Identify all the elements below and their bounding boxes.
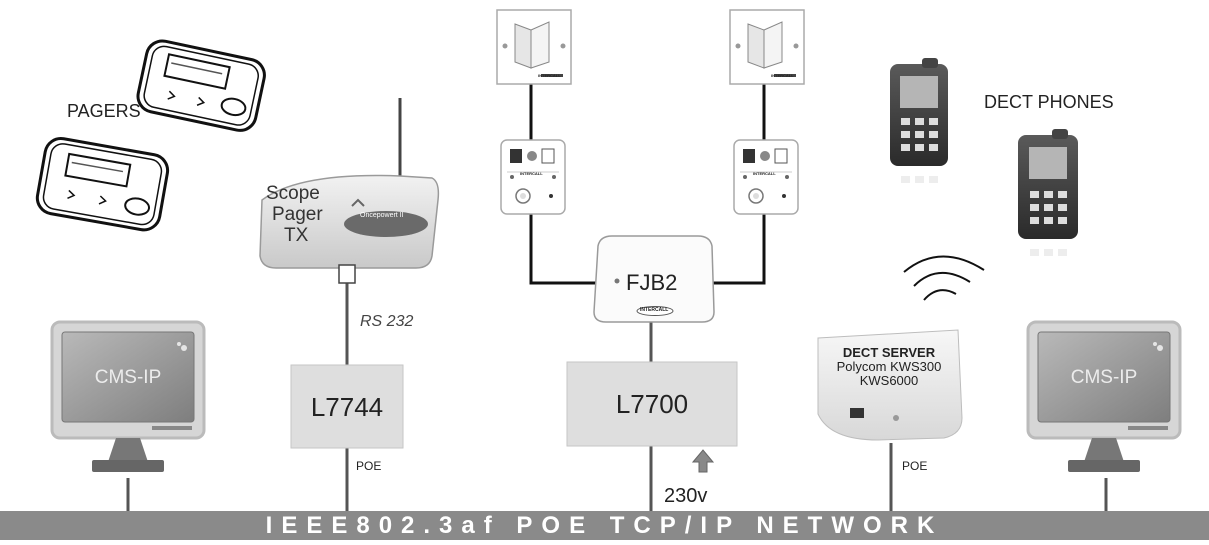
dect-server-model-1: Polycom KWS300 (836, 359, 942, 374)
l7700-box (566, 361, 738, 447)
rs232-label: RS 232 (360, 313, 414, 330)
transmitter-badge-text: Oncepowert II (360, 212, 404, 219)
pager-icon (35, 137, 170, 232)
monitor-icon (1026, 320, 1182, 472)
power-label: 230v (664, 485, 708, 507)
scope-pager-line2: Pager (272, 204, 323, 225)
ceiling-indicator-right (729, 9, 805, 85)
cms-right-label: CMS-IP (1070, 367, 1138, 388)
brand-logo-icon (351, 198, 365, 207)
call-point-left-brand: INTERCALL (520, 171, 543, 176)
fjb2-brand-label: INTERCALL (640, 307, 669, 313)
dect-server-title: DECT SERVER (842, 345, 936, 360)
scope-pager-label: Scope Pager TX (266, 183, 323, 246)
fjb2-label: FJB2 (626, 270, 678, 295)
l7744-box (290, 364, 404, 449)
dect-server-label: DECT SERVER Polycom KWS300 KWS6000 (818, 346, 960, 388)
ceiling-indicator-left (496, 9, 572, 85)
pager-icon (136, 39, 266, 132)
scope-pager-transmitter (259, 98, 440, 284)
wireless-signal-icon (903, 255, 985, 301)
dect-server-model-2: KWS6000 (859, 373, 919, 388)
l7744-poe-label: POE (356, 459, 382, 473)
serial-port-icon (338, 264, 356, 284)
phone-reflection (901, 176, 938, 183)
dect-server-poe-label: POE (902, 459, 928, 473)
connection-lines (126, 282, 1108, 511)
dect-phone-icon (890, 58, 948, 183)
l7700-label: L7700 (615, 389, 689, 419)
l7744-label: L7744 (310, 392, 384, 422)
network-bus-label: IEEE802.3af POE TCP/IP NETWORK (0, 511, 1209, 540)
pagers-label: PAGERS (67, 101, 141, 121)
right-callpoint-to-fjb2 (712, 214, 766, 285)
cms-left-label: CMS-IP (94, 367, 162, 388)
scope-pager-line3: TX (284, 225, 309, 246)
call-point-right-brand: INTERCALL (753, 171, 776, 176)
transmitter-badge (344, 211, 428, 237)
monitor-icon (50, 320, 206, 472)
ethernet-port-icon (850, 408, 864, 418)
dect-phone-icon (1018, 129, 1078, 256)
ceiling-indicator-right-brand: INTERCALL (771, 73, 794, 78)
intercall-logo-icon (636, 306, 674, 316)
left-callpoint-to-fjb2 (529, 214, 600, 285)
phone-reflection (1030, 249, 1067, 256)
dect-phones-label: DECT PHONES (984, 92, 1114, 112)
call-point-left (500, 139, 566, 215)
call-point-wiring (529, 84, 766, 285)
fjb2-box (593, 235, 715, 323)
fjb2-led-icon (614, 278, 620, 284)
call-point-right (733, 139, 799, 215)
status-led-icon (893, 415, 899, 421)
scope-pager-line1: Scope (266, 183, 320, 204)
power-input-arrow-icon (691, 449, 715, 473)
ceiling-indicator-left-brand: INTERCALL (538, 73, 561, 78)
